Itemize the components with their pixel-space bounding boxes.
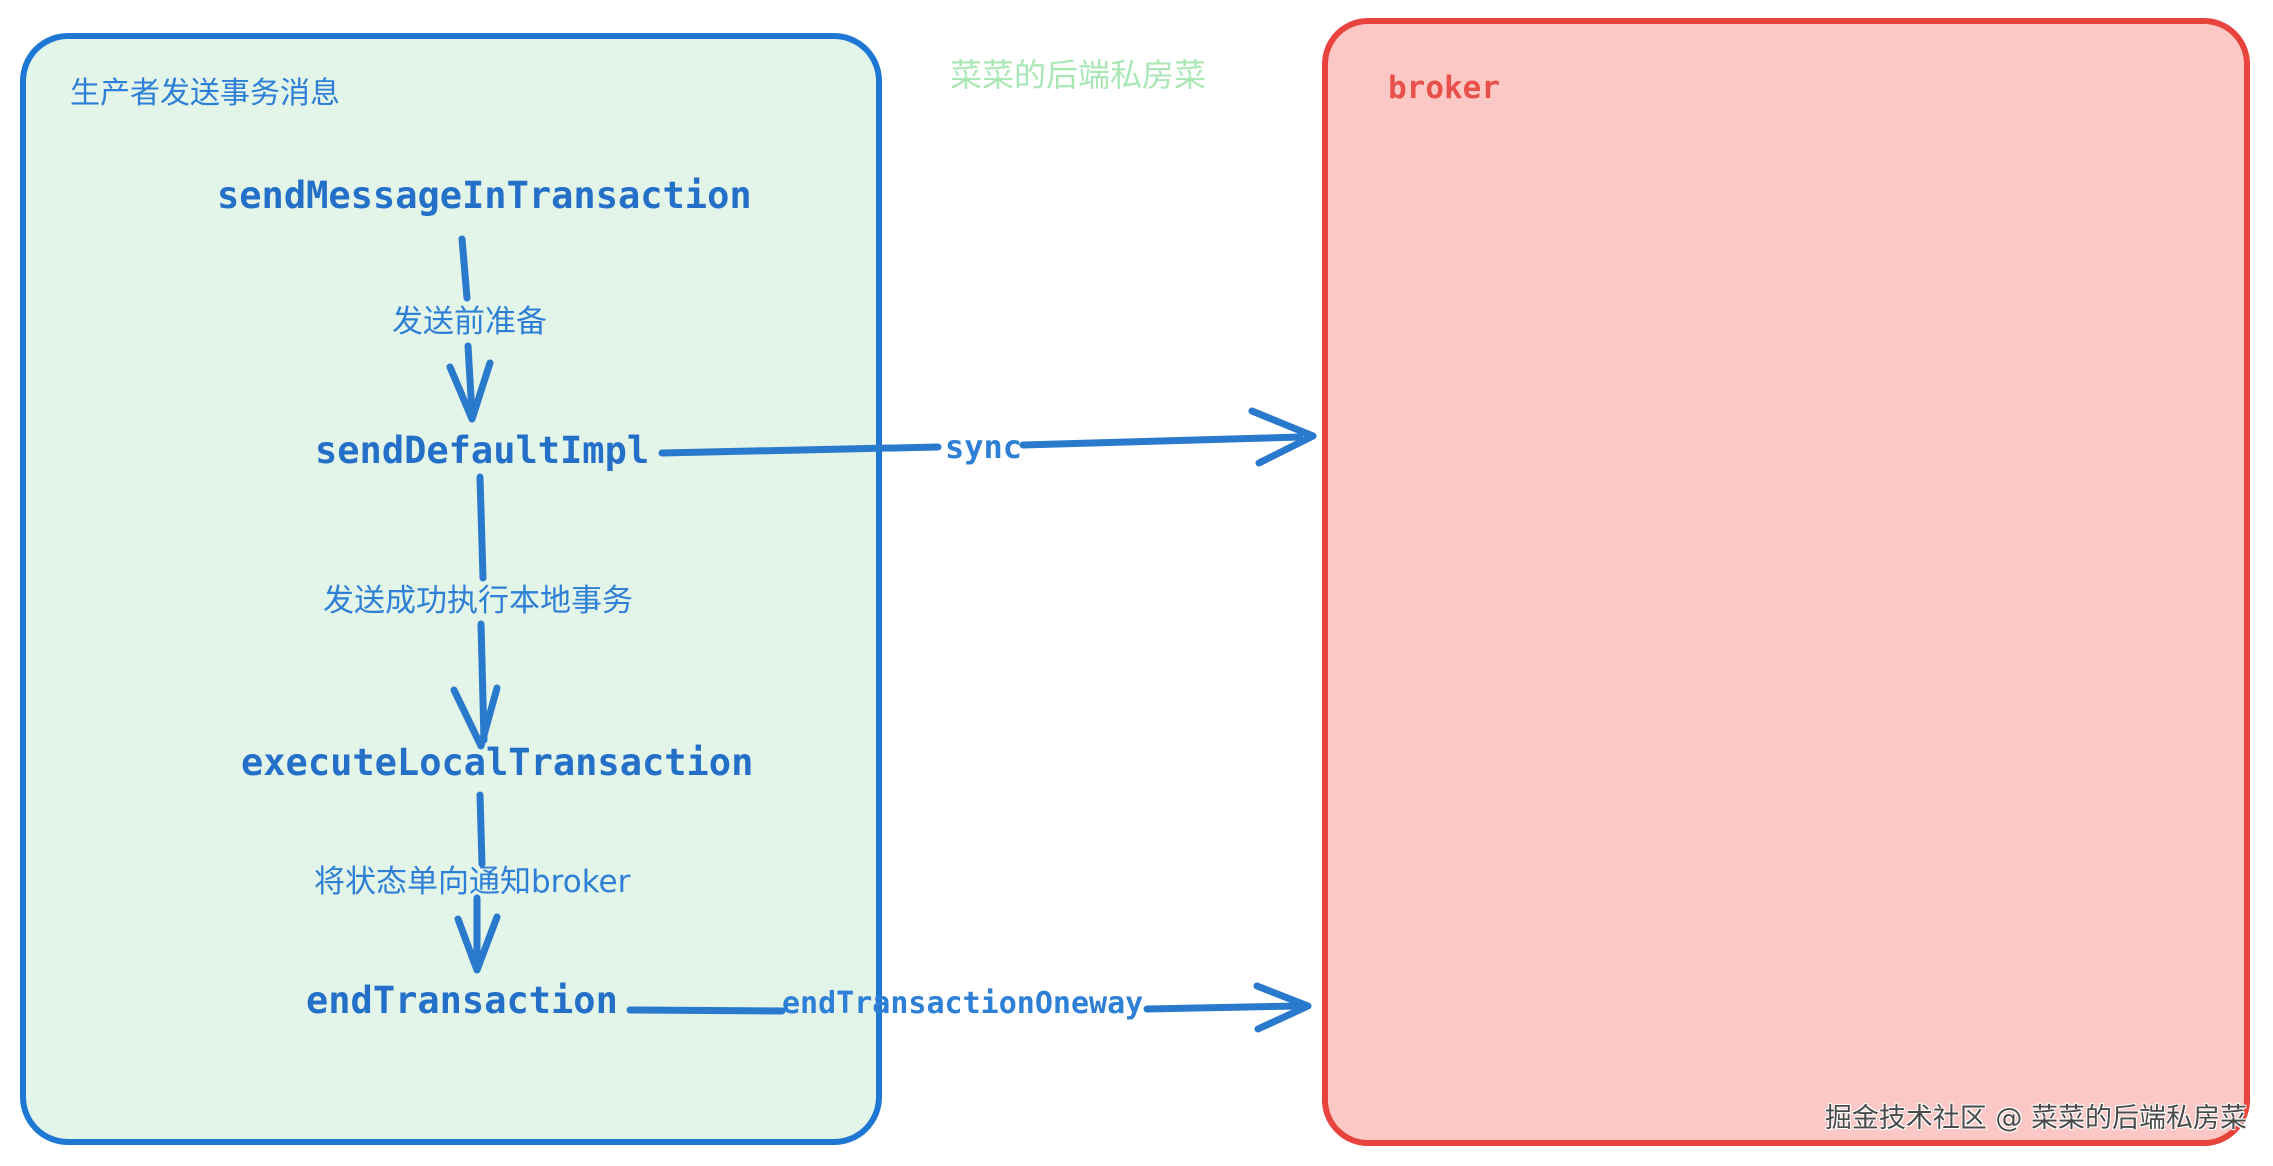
node-send-default-impl: sendDefaultImpl [315, 429, 650, 472]
node-end-transaction: endTransaction [306, 979, 618, 1022]
producer-box [20, 33, 882, 1145]
arrow-head-right-icon [1248, 407, 1317, 467]
arrow-stem-icon [1019, 433, 1304, 449]
edge-label-notify-broker: 将状态单向通知broker [314, 864, 631, 900]
edge-label-execute-local: 发送成功执行本地事务 [323, 583, 633, 619]
producer-box-title: 生产者发送事务消息 [70, 76, 340, 111]
edge-label-send-prepare: 发送前准备 [392, 304, 547, 340]
node-execute-local-transaction: executeLocalTransaction [241, 741, 754, 784]
broker-box-title: broker [1388, 70, 1500, 106]
broker-box [1322, 18, 2250, 1146]
watermark-center-top: 菜菜的后端私房菜 [950, 56, 1207, 94]
arrow-head-right-icon [1253, 982, 1312, 1033]
arrow-stem-icon [1143, 1002, 1302, 1013]
arrow-label-sync: sync [945, 428, 1023, 466]
arrow-label-end-transaction-oneway: endTransactionOneway [782, 986, 1144, 1021]
watermark-bottom-right: 掘金技术社区 @ 菜菜的后端私房菜 [1824, 1103, 2247, 1134]
node-send-message-in-transaction: sendMessageInTransaction [217, 174, 752, 217]
